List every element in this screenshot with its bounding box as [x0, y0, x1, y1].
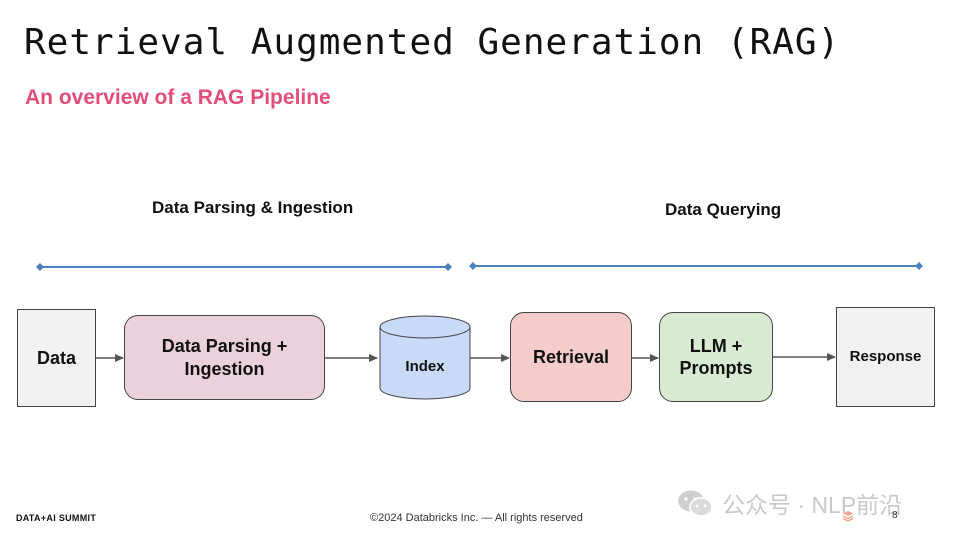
page-number: 8 — [892, 510, 898, 521]
watermark-text: 公众号 · NLP前沿 — [722, 492, 903, 518]
data-box: Data — [17, 309, 96, 407]
response-box: Response — [836, 307, 935, 407]
llm-prompts-box: LLM + Prompts — [659, 312, 773, 402]
data-label: Data — [36, 347, 76, 368]
data-parsing-label-line2: Ingestion — [184, 358, 265, 379]
slide-subtitle: An overview of a RAG Pipeline — [25, 86, 331, 109]
index-label: Index — [405, 358, 445, 375]
data-parsing-box: Data Parsing + Ingestion — [124, 315, 325, 400]
wechat-icon — [678, 490, 713, 517]
retrieval-box: Retrieval — [510, 312, 632, 402]
data-parsing-label-line1: Data Parsing + — [161, 336, 288, 356]
slide-title: Retrieval Augmented Generation (RAG) — [24, 22, 841, 63]
index-cylinder: Index — [379, 315, 471, 400]
retrieval-label: Retrieval — [532, 346, 610, 367]
querying-section-label: Data Querying — [665, 200, 782, 219]
response-label: Response — [849, 347, 922, 365]
summit-logo: DATA+AI SUMMIT — [16, 513, 97, 523]
llm-label-line1: LLM + — [689, 335, 743, 356]
databricks-icon — [842, 511, 854, 522]
llm-label-line2: Prompts — [679, 358, 753, 378]
querying-span-line — [469, 262, 923, 270]
ingestion-span-line — [36, 263, 452, 271]
watermark: 公众号 · NLP前沿 — [676, 486, 902, 520]
copyright-text: ©2024 Databricks Inc. — All rights reser… — [370, 512, 583, 524]
ingestion-section-label: Data Parsing & Ingestion — [152, 198, 354, 217]
